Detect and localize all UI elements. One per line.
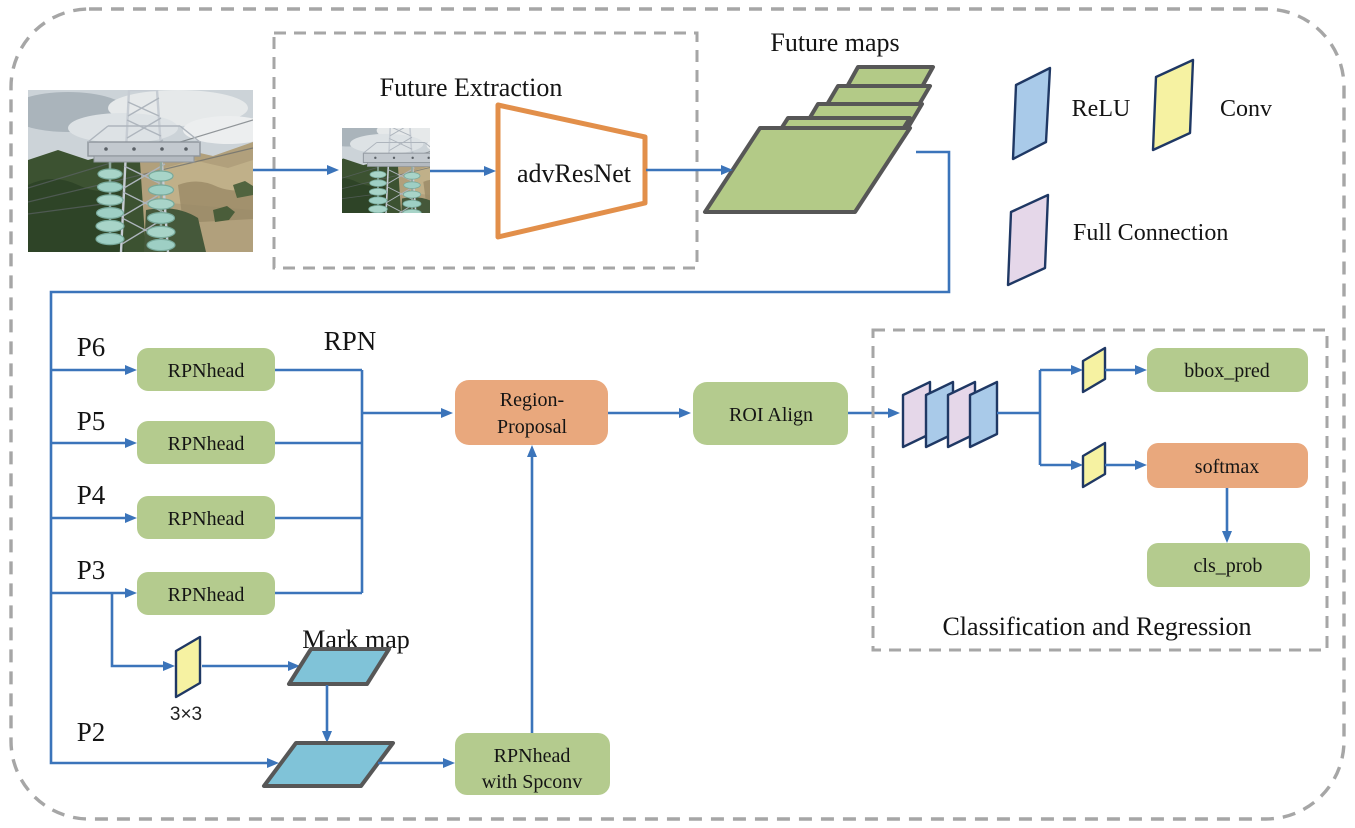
- bbox-pred-box: bbox_pred: [1147, 348, 1308, 392]
- input-photo: [28, 90, 253, 252]
- cls-prob-label: cls_prob: [1194, 555, 1263, 577]
- rpnhead-box-p5: RPNhead: [137, 421, 275, 464]
- feature-map-distribution-rail: [49, 150, 951, 768]
- fc-relu-layer-stack: [901, 380, 999, 449]
- outer-dashed-border: [9, 7, 1346, 821]
- conv3x3-label: 3×3: [170, 704, 202, 725]
- advresnet-trapezoid: [495, 102, 648, 240]
- feature-extraction-title: Future Extraction: [380, 73, 563, 102]
- legend-relu-swatch: [1011, 66, 1052, 161]
- advresnet-backbone: advResNet: [495, 102, 648, 240]
- legend: ReLU Conv Full Connection: [1006, 58, 1272, 287]
- classification-regression-box: Classification and Regression bbox_pred …: [871, 328, 1329, 652]
- softmax-box: softmax: [1147, 443, 1308, 488]
- feature-maps-label: Future maps: [770, 28, 899, 57]
- arrow-p3-to-conv3x3: [110, 593, 175, 671]
- relu-layer: [968, 380, 999, 449]
- rpnhead-box-p4: RPNhead: [137, 496, 275, 539]
- region-proposal-box: Region- Proposal: [455, 380, 608, 445]
- legend-relu-label: ReLU: [1072, 96, 1131, 122]
- bbox-conv-layer: [1081, 346, 1107, 394]
- rpnhead-spconv-line1: RPNhead: [494, 745, 571, 767]
- rpnhead-box-p6: RPNhead: [137, 348, 275, 391]
- legend-full-connection-label: Full Connection: [1073, 220, 1228, 246]
- rpnhead-label: RPNhead: [168, 584, 245, 606]
- level-label-p4: P4: [77, 480, 106, 510]
- region-proposal-line1: Region-: [500, 389, 564, 411]
- roi-align-box: ROI Align: [693, 382, 848, 445]
- classification-regression-title: Classification and Regression: [942, 612, 1251, 641]
- resized-photo: [342, 128, 430, 213]
- bbox-pred-label: bbox_pred: [1184, 360, 1270, 382]
- level-label-p2: P2: [77, 717, 106, 747]
- softmax-label: softmax: [1195, 456, 1259, 478]
- classifier-split-line: [997, 370, 1042, 465]
- level-label-p5: P5: [77, 406, 106, 436]
- level-label-p3: P3: [77, 555, 106, 585]
- legend-full-connection-swatch: [1006, 193, 1050, 287]
- feature-maps-stack: Future maps: [703, 28, 935, 214]
- rpn-section: RPN P6 P5 P4 P3 P2 RPNhead RPNhead RPNhe…: [51, 326, 610, 795]
- rpnhead-box-p3: RPNhead: [137, 572, 275, 615]
- mark-map-parallelogram: [287, 647, 391, 686]
- cls-conv-layer: [1081, 441, 1107, 489]
- conv3x3-parallelogram: [174, 635, 202, 699]
- roi-align-label: ROI Align: [729, 404, 813, 426]
- p2-feature-parallelogram: [262, 741, 395, 788]
- legend-conv-swatch: [1151, 58, 1195, 152]
- rpnhead-label: RPNhead: [168, 360, 245, 382]
- feature-extraction-box: Future Extraction: [272, 31, 699, 270]
- rpn-title: RPN: [324, 326, 377, 356]
- rpnhead-spconv-line2: with Spconv: [482, 771, 583, 793]
- level-label-p6: P6: [77, 332, 106, 362]
- feature-map-layer: [703, 126, 912, 214]
- cls-prob-box: cls_prob: [1147, 543, 1310, 587]
- rpnhead-spconv-box: RPNhead with Spconv: [455, 733, 610, 795]
- legend-conv-label: Conv: [1220, 96, 1272, 122]
- rpnhead-label: RPNhead: [168, 433, 245, 455]
- region-proposal-line2: Proposal: [497, 416, 567, 438]
- advresnet-label: advResNet: [517, 159, 632, 188]
- rpnhead-label: RPNhead: [168, 508, 245, 530]
